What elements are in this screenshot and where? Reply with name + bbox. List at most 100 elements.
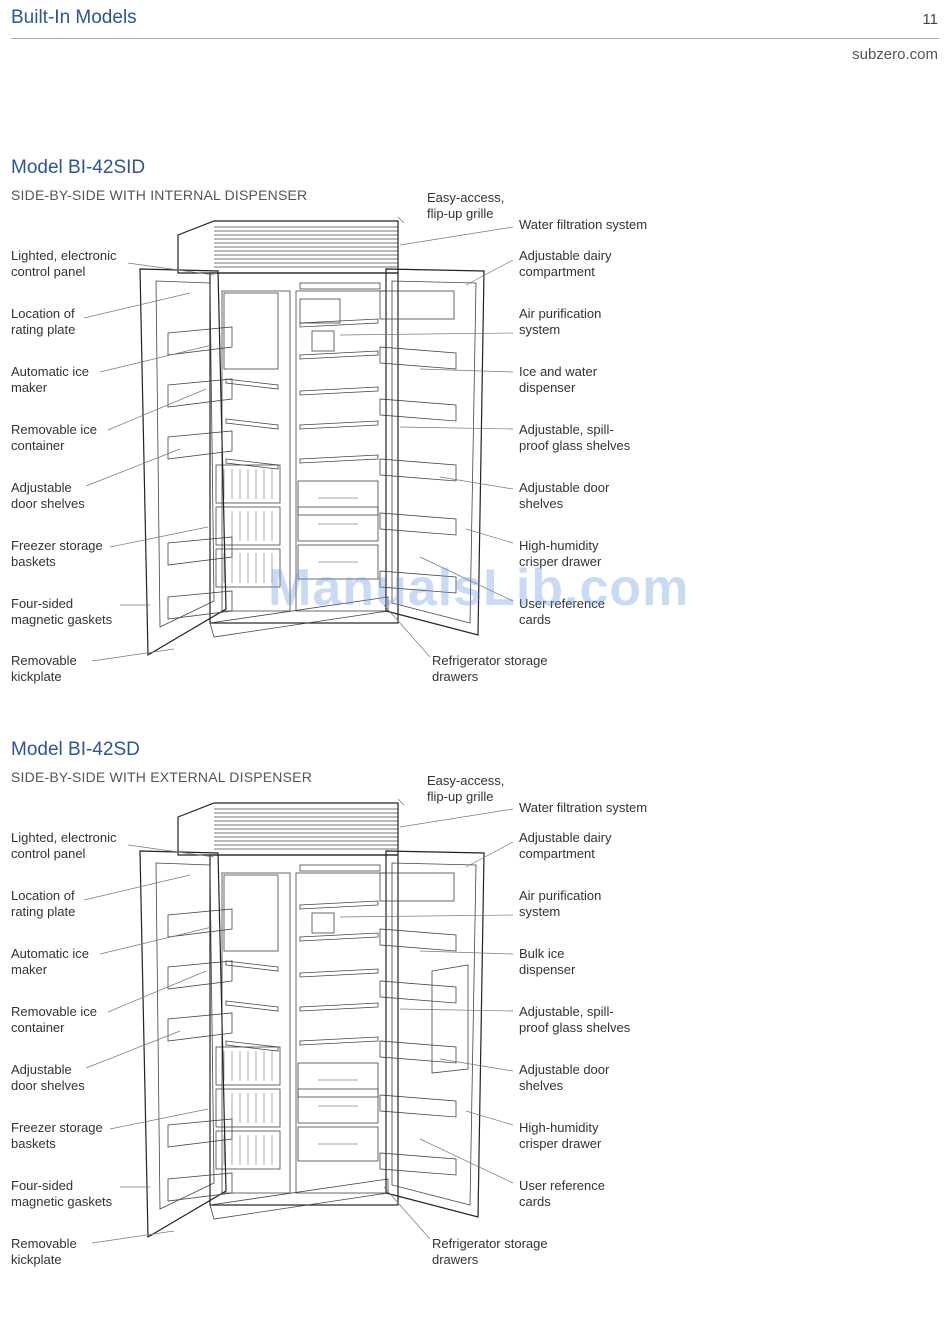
refrigerator-door-shelf [379, 512, 457, 536]
callout-dairy: Adjustable dairy compartment [519, 830, 612, 861]
callout-rating-plate: Location of rating plate [11, 888, 76, 919]
model-title: Model BI-42SD [11, 739, 140, 760]
storage-drawer [297, 506, 379, 542]
glass-shelf [299, 1002, 379, 1012]
callout-freezer-baskets: Freezer storage baskets [11, 1120, 103, 1151]
callout-kickplate: Removable kickplate [11, 653, 77, 684]
freezer-door-shelf [167, 536, 233, 566]
refrigerator-door-shelf [379, 570, 457, 594]
refrigerator-interior [295, 872, 387, 1194]
refrigerator-door-liner [391, 862, 477, 1206]
leader-line [465, 841, 514, 868]
refrigerator-door-shelf [379, 1040, 457, 1064]
glass-shelf [299, 454, 379, 464]
callout-air-purification: Air purification system [519, 306, 602, 337]
callout-dispenser: Ice and water dispenser [519, 364, 598, 395]
model-subtitle: SIDE-BY-SIDE WITH INTERNAL DISPENSER [11, 187, 308, 203]
callout-door-shelves-left: Adjustable door shelves [11, 480, 85, 511]
storage-drawer [297, 1062, 379, 1098]
callout-gaskets: Four-sided magnetic gaskets [11, 1178, 113, 1209]
callout-door-shelves-right: Adjustable door shelves [519, 480, 610, 511]
refrigerator-door-shelf [379, 1094, 457, 1118]
site-url: subzero.com [852, 46, 938, 63]
storage-drawer [297, 1126, 379, 1162]
leader-line [399, 426, 514, 430]
control-panel [299, 282, 381, 290]
glass-shelf [299, 318, 379, 328]
freezer-door-shelf [167, 1012, 233, 1042]
leader-line [339, 332, 514, 336]
glass-shelf [299, 932, 379, 942]
freezer-door-shelf [167, 590, 233, 620]
glass-shelf [299, 420, 379, 430]
leader-line [109, 526, 209, 548]
freezer-basket [215, 506, 281, 546]
freezer-door [139, 268, 227, 657]
refrigerator-diagram-2 [83, 798, 514, 1244]
freezer-basket [215, 1046, 281, 1086]
callout-glass-shelves: Adjustable, spill- proof glass shelves [519, 1004, 631, 1035]
freezer-door-shelf [167, 430, 233, 460]
callout-water-filtration: Water filtration system [519, 800, 648, 815]
leader-line [439, 1058, 514, 1072]
bulk-ice-dispenser [431, 964, 469, 1074]
callout-crisper: High-humidity crisper drawer [519, 1120, 602, 1151]
leader-line [383, 604, 431, 658]
freezer-door-shelf [167, 326, 233, 356]
leader-line [439, 476, 514, 490]
refrigerator-door-liner [391, 280, 477, 624]
leader-line [383, 1186, 431, 1240]
callout-rating-plate: Location of rating plate [11, 306, 76, 337]
cabinet [209, 272, 399, 624]
kickplate [209, 1178, 389, 1220]
callout-door-shelves-left: Adjustable door shelves [11, 1062, 85, 1093]
model-title: Model BI-42SID [11, 157, 146, 178]
storage-drawer [297, 544, 379, 580]
air-purifier [311, 330, 335, 352]
dairy-compartment [379, 290, 455, 320]
callout-storage-drawers: Refrigerator storage drawers [432, 653, 548, 684]
callout-storage-drawers: Refrigerator storage drawers [432, 1236, 548, 1267]
leader-line [399, 808, 514, 828]
callout-air-purification: Air purification system [519, 888, 602, 919]
refrigerator-door-shelf [379, 458, 457, 482]
leader-line [399, 226, 514, 246]
callout-reference-cards: User reference cards [519, 596, 605, 627]
refrigerator-door-shelf [379, 1152, 457, 1176]
callout-freezer-baskets: Freezer storage baskets [11, 538, 103, 569]
freezer-door-shelf [167, 1118, 233, 1148]
callout-kickplate: Removable kickplate [11, 1236, 77, 1267]
freezer-basket [215, 464, 281, 504]
callout-control-panel: Lighted, electronic control panel [11, 830, 117, 861]
ice-maker [223, 874, 279, 952]
freezer-basket [215, 1088, 281, 1128]
freezer-door [139, 850, 227, 1239]
callout-ice-maker: Automatic ice maker [11, 946, 90, 977]
glass-shelf [299, 350, 379, 360]
ice-water-dispenser [299, 298, 341, 324]
refrigerator-door [385, 268, 485, 636]
callout-glass-shelves: Adjustable, spill- proof glass shelves [519, 422, 631, 453]
callout-bulk-ice: Bulk ice dispenser [519, 946, 576, 977]
callout-dairy: Adjustable dairy compartment [519, 248, 612, 279]
page-number: 11 [922, 11, 938, 28]
callout-crisper: High-humidity crisper drawer [519, 538, 602, 569]
storage-drawer [297, 1088, 379, 1124]
refrigerator-door-shelf [379, 398, 457, 422]
leader-line [107, 388, 207, 431]
refrigerator-door-shelf [379, 346, 457, 370]
leader-line [107, 970, 207, 1013]
dairy-compartment [379, 872, 455, 902]
freezer-shelf [225, 458, 279, 470]
glass-shelf [299, 386, 379, 396]
freezer-shelf [225, 378, 279, 390]
leader-line [465, 1110, 514, 1126]
leader-line [339, 914, 514, 918]
freezer-shelf [225, 418, 279, 430]
leader-line [465, 528, 514, 544]
glass-shelf [299, 968, 379, 978]
callout-control-panel: Lighted, electronic control panel [11, 248, 117, 279]
header-divider [11, 38, 939, 39]
control-panel [299, 864, 381, 872]
freezer-shelf [225, 1000, 279, 1012]
